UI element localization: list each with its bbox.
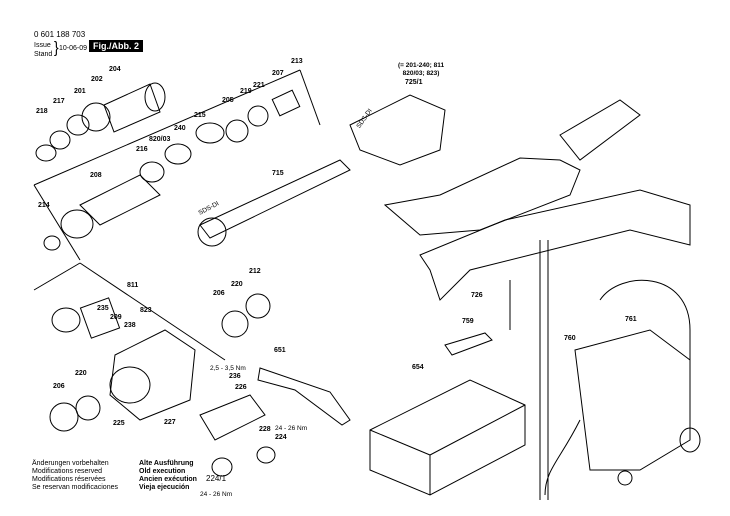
callout-238: 238 [124, 322, 136, 329]
callout-214: 214 [38, 202, 50, 209]
footer-old-execution: Alte Ausführung Old execution Ancien exé… [139, 460, 197, 492]
footer-changes-es: Se reservan modificaciones [32, 484, 118, 491]
block-759 [444, 332, 493, 356]
footer-changes: Änderungen vorbehalten Modifications res… [32, 460, 118, 492]
variant-note: (= 201-240; 811 820/03; 823) [398, 62, 445, 77]
old-exec-de: Alte Ausführung [139, 460, 194, 467]
callout-811: 811 [127, 282, 139, 289]
torque-note-3: 24 - 26 Nm [200, 491, 233, 498]
callout-220-lower: 220 [75, 370, 87, 377]
callout-759: 759 [462, 318, 474, 325]
callout-240: 240 [174, 125, 186, 132]
brace-glyph: } [54, 38, 59, 56]
upper-group-outline [33, 69, 321, 261]
callout-209: 209 [110, 314, 122, 321]
callout-208: 208 [90, 172, 102, 179]
callout-654: 654 [412, 364, 424, 371]
callout-227: 227 [164, 419, 176, 426]
callout-726: 726 [471, 292, 483, 299]
lower-group-outline [33, 262, 226, 361]
callout-201: 201 [74, 88, 86, 95]
issue-date: 10-06-09 [59, 45, 88, 52]
callout-820-03: 820/03 [149, 136, 171, 143]
callout-725-1: 725/1 [405, 79, 423, 86]
footer-changes-de: Änderungen vorbehalten [32, 460, 109, 467]
vacuum-cleaner [544, 279, 701, 496]
callout-204: 204 [109, 66, 121, 73]
old-exec-es: Vieja ejecución [139, 484, 190, 491]
old-exec-en: Old execution [139, 468, 186, 475]
part-number: 0 601 188 703 [34, 30, 86, 39]
issue-stand-labels: Issue Stand [34, 41, 52, 59]
footer-ref-224-1: 224/1 [206, 474, 227, 483]
callout-206-lower: 206 [53, 383, 65, 390]
callout-651: 651 [274, 347, 286, 354]
callout-218: 218 [36, 108, 48, 115]
callout-220: 206 [213, 290, 225, 297]
callout-212: 212 [249, 268, 261, 275]
footer-changes-en: Modifications reserved [32, 468, 103, 475]
callout-761: 761 [625, 316, 637, 323]
main-tool [349, 94, 691, 500]
case [369, 379, 526, 496]
callout-213: 213 [291, 58, 303, 65]
callout-715: 715 [272, 170, 284, 177]
lower-parts [49, 293, 351, 477]
callout-225: 225 [113, 420, 125, 427]
callout-236: 236 [229, 373, 241, 380]
callout-221: 221 [253, 82, 265, 89]
torque-note-1: 2,5 - 3,5 Nm [210, 365, 246, 372]
callout-215: 215 [194, 112, 206, 119]
figure-badge: Fig./Abb. 2 [89, 40, 143, 52]
old-exec-fr: Ancien exécution [139, 476, 197, 483]
callout-205: 205 [222, 97, 234, 104]
issue-label: Issue [34, 42, 51, 49]
callout-235: 235 [97, 305, 109, 312]
callout-226: 226 [235, 384, 247, 391]
callout-202: 202 [91, 76, 103, 83]
torque-note-2: 24 - 26 Nm [275, 425, 308, 432]
upper-parts [35, 82, 301, 251]
callout-228: 228 [259, 426, 271, 433]
drill-bit-adapter [197, 159, 351, 247]
callout-206: 220 [231, 281, 243, 288]
footer-changes-fr: Modifications réservées [32, 476, 106, 483]
callout-217: 217 [53, 98, 65, 105]
callout-823: 823 [140, 307, 152, 314]
callout-219: 219 [240, 88, 252, 95]
callout-216: 216 [136, 146, 148, 153]
callout-207: 207 [272, 70, 284, 77]
callout-760: 760 [564, 335, 576, 342]
stand-label: Stand [34, 51, 53, 58]
callout-224: 224 [275, 434, 287, 441]
